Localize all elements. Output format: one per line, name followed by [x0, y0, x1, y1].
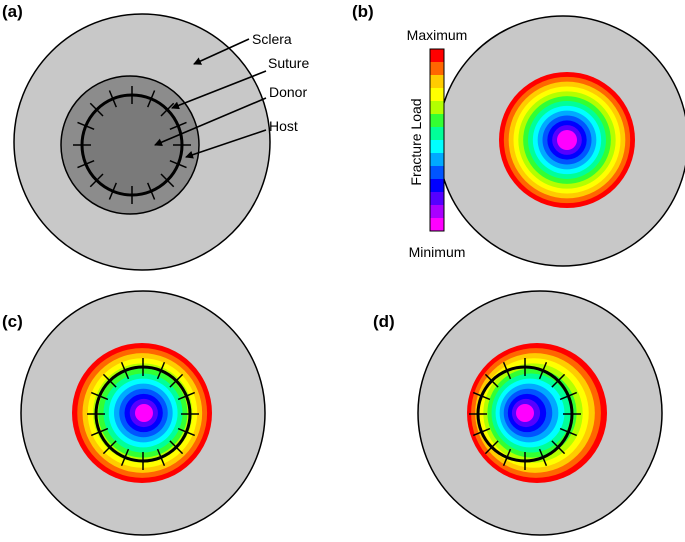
suture-stitch [472, 391, 491, 401]
colorbar-frame [429, 48, 445, 232]
contour-band [516, 404, 534, 422]
colorbar-swatch [430, 140, 444, 154]
fracture-contours-b [499, 72, 635, 208]
host-arrow [185, 129, 267, 159]
annotation-lines [154, 38, 267, 159]
colorbar-swatch [430, 179, 444, 193]
panel-a: (a) Sclera Suture Donor Host [2, 2, 309, 271]
colorbar-swatch [430, 114, 444, 128]
suture-stitch [559, 427, 578, 437]
panel-c: (c) [2, 290, 266, 536]
colorbar-swatch [430, 166, 444, 180]
suture-stitch [551, 440, 566, 455]
suture-stitch [502, 361, 512, 380]
suture-stitch [102, 373, 117, 388]
donor-label: Donor [269, 84, 307, 100]
suture-stitch [89, 102, 104, 117]
panel-d: (d) [373, 290, 663, 536]
colorbar-swatch [430, 49, 444, 63]
suture-stitch [90, 391, 109, 401]
suture-stitch [472, 427, 491, 437]
sclera-label: Sclera [252, 31, 292, 47]
suture-stitch [108, 90, 118, 108]
fracture-contours-d [467, 343, 607, 483]
panel-b: (b) Maximum Minimum Fracture Load [352, 2, 685, 267]
suture-stitch [102, 440, 117, 455]
colorbar-swatch [430, 62, 444, 76]
suture-stitch [538, 448, 548, 467]
suture-stitch [77, 159, 95, 169]
contour-band [557, 130, 577, 150]
colorbar-title: Fracture Load [408, 98, 424, 185]
suture-stitch [146, 182, 156, 200]
fracture-load-colorbar [430, 49, 444, 232]
suture-stitch [146, 90, 156, 108]
suture-ring-c [87, 358, 199, 470]
suture-stitch [551, 373, 566, 388]
donor-disc [82, 95, 182, 195]
donor-arrow [154, 97, 267, 146]
suture-stitch [502, 448, 512, 467]
colorbar-swatch [430, 218, 444, 232]
suture-stitch [156, 361, 166, 380]
colorbar-min-label: Minimum [409, 244, 466, 260]
panel-a-label: (a) [2, 2, 23, 21]
suture-stitch [169, 121, 187, 131]
suture-stitch [559, 391, 578, 401]
suture-label: Suture [268, 55, 309, 71]
suture-stitch [108, 182, 118, 200]
colorbar-swatch [430, 101, 444, 115]
colorbar-swatch [430, 205, 444, 219]
contour-band [135, 404, 153, 422]
suture-arrow [171, 70, 267, 110]
suture-stitch [177, 427, 196, 437]
suture-stitch [89, 173, 104, 188]
host-label: Host [269, 118, 298, 134]
panel-c-label: (c) [2, 312, 23, 331]
panel-d-label: (d) [373, 312, 395, 331]
sclera-arrow [193, 38, 250, 65]
suture-ring-d [469, 358, 581, 470]
colorbar-swatch [430, 127, 444, 141]
suture-stitch [169, 159, 187, 169]
suture-stitch [160, 173, 175, 188]
suture-stitch [169, 373, 184, 388]
suture-stitch [77, 121, 95, 131]
suture-stitch [484, 373, 499, 388]
suture-stitch [156, 448, 166, 467]
suture-stitch [120, 448, 130, 467]
panel-b-label: (b) [352, 2, 374, 21]
colorbar-max-label: Maximum [407, 27, 468, 43]
suture-stitch [169, 440, 184, 455]
suture-ring [73, 86, 191, 204]
suture-stitch [120, 361, 130, 380]
colorbar-swatch [430, 75, 444, 89]
suture-stitch [177, 391, 196, 401]
suture-stitch [90, 427, 109, 437]
colorbar-swatch [430, 88, 444, 102]
colorbar-swatch [430, 192, 444, 206]
suture-stitch [484, 440, 499, 455]
colorbar-swatch [430, 153, 444, 167]
suture-stitch [538, 361, 548, 380]
